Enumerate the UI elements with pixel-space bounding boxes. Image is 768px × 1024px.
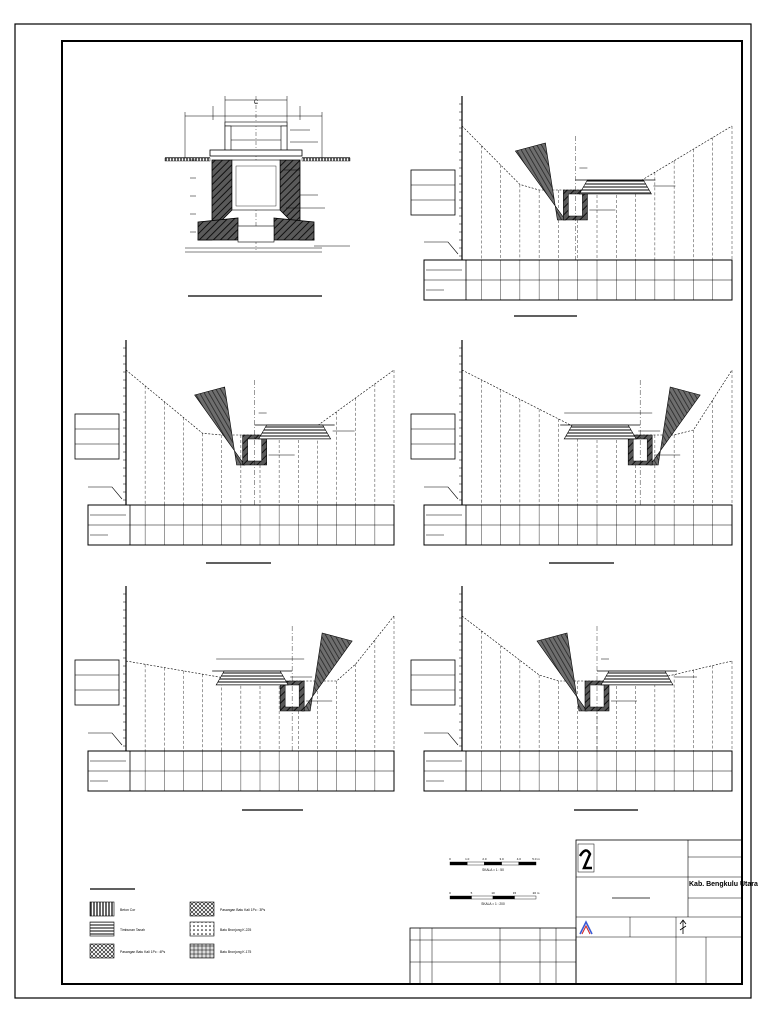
- cross-section-panel-2: [74, 340, 395, 564]
- road-embankment: [563, 424, 637, 440]
- station-data-table: [423, 750, 733, 792]
- elevation-info-box: [74, 413, 120, 460]
- excavation-slope-fill: [514, 142, 566, 221]
- drawing-frame: [61, 40, 743, 985]
- agency-name: Kab. Bengkulu Utara: [689, 881, 758, 888]
- cross-section-panel-4: [74, 586, 395, 811]
- cross-section-panel-5: [410, 586, 733, 811]
- scale-tick-label: 3.0: [500, 857, 505, 861]
- legend-label: Timbunan Tanah: [120, 928, 145, 932]
- station-data-table: [87, 504, 395, 546]
- title-block: [409, 839, 743, 985]
- scale-tick-label: 5: [471, 891, 473, 895]
- elevation-info-box: [74, 659, 120, 706]
- legend-item: Batu Bronjong K.175: [189, 943, 251, 959]
- scale-tick-label: 1.0: [465, 857, 470, 861]
- elevation-info-box: [410, 169, 456, 216]
- legend-label: Beton Cor: [120, 908, 136, 912]
- legend-label: Pasangan Batu Kali 1Pc : 3Ps: [220, 908, 266, 912]
- scale-tick-label: 0: [449, 891, 451, 895]
- dot-hatch-icon: [189, 921, 215, 937]
- north-arrow-icon: [679, 919, 687, 934]
- legend-item: Batu Bronjong K.225: [189, 921, 251, 937]
- legend-item: Pasangan Batu Kali 1Pc : 4Ps: [89, 943, 166, 959]
- legend-label: Batu Bronjong K.175: [220, 950, 251, 954]
- cross-hatch-icon: [189, 901, 215, 917]
- excavation-slope-fill: [649, 386, 701, 466]
- scale-label: SKALA = 1 : 200: [481, 902, 505, 906]
- centerline-symbol: C: [254, 100, 259, 106]
- elevation-info-box: [410, 413, 456, 460]
- horizontal-hatch-icon: [89, 921, 115, 937]
- station-data-table: [423, 504, 733, 546]
- scale-tick-label: 0: [449, 857, 451, 861]
- scale-bar-1-50: 0 1.0 2.0 3.0 4.0 5.0 m SKALA = 1 : 50: [449, 857, 540, 872]
- grid-hatch-icon: [189, 943, 215, 959]
- road-embankment: [258, 424, 332, 440]
- agency-logo-icon: [577, 843, 595, 873]
- station-data-table: [87, 750, 395, 792]
- scale-tick-label: 4.0: [517, 857, 522, 861]
- scale-tick-label: 10: [491, 891, 495, 895]
- legend-item: Beton Cor: [89, 901, 136, 917]
- outer-border: [14, 23, 752, 999]
- scale-tick-label: 20 m: [533, 891, 540, 895]
- scale-label: SKALA = 1 : 50: [482, 868, 504, 872]
- excavation-slope-fill: [194, 386, 246, 466]
- vertical-hatch-icon: [89, 901, 115, 917]
- road-embankment: [600, 670, 674, 686]
- scale-tick-label: 5.0 m: [532, 857, 540, 861]
- cross-section-panel-1: [410, 96, 733, 317]
- legend-label: Batu Bronjong K.225: [220, 928, 251, 932]
- legend-item: Pasangan Batu Kali 1Pc : 3Ps: [189, 901, 266, 917]
- scale-tick-label: 15: [513, 891, 517, 895]
- scale-bar-1-200: 0 5 10 15 20 m SKALA = 1 : 200: [449, 891, 540, 906]
- station-data-table: [423, 259, 733, 301]
- excavation-slope-fill: [536, 632, 588, 712]
- scale-tick-label: 2.0: [482, 857, 487, 861]
- road-embankment: [215, 670, 289, 686]
- culvert-detail-section: C: [164, 96, 351, 297]
- cross-section-panel-3: [410, 340, 733, 564]
- scale-bars: 0 1.0 2.0 3.0 4.0 5.0 m SKALA = 1 : 50 0 5 10 15 20…: [449, 857, 540, 906]
- legend-item: Timbunan Tanah: [89, 921, 145, 937]
- ministry-logo-icon: [579, 920, 593, 935]
- legend-label: Pasangan Batu Kali 1Pc : 4Ps: [120, 950, 166, 954]
- diagonal-hatch-icon: [89, 943, 115, 959]
- excavation-slope-fill: [301, 632, 353, 712]
- elevation-info-box: [410, 659, 456, 706]
- road-embankment: [578, 179, 652, 195]
